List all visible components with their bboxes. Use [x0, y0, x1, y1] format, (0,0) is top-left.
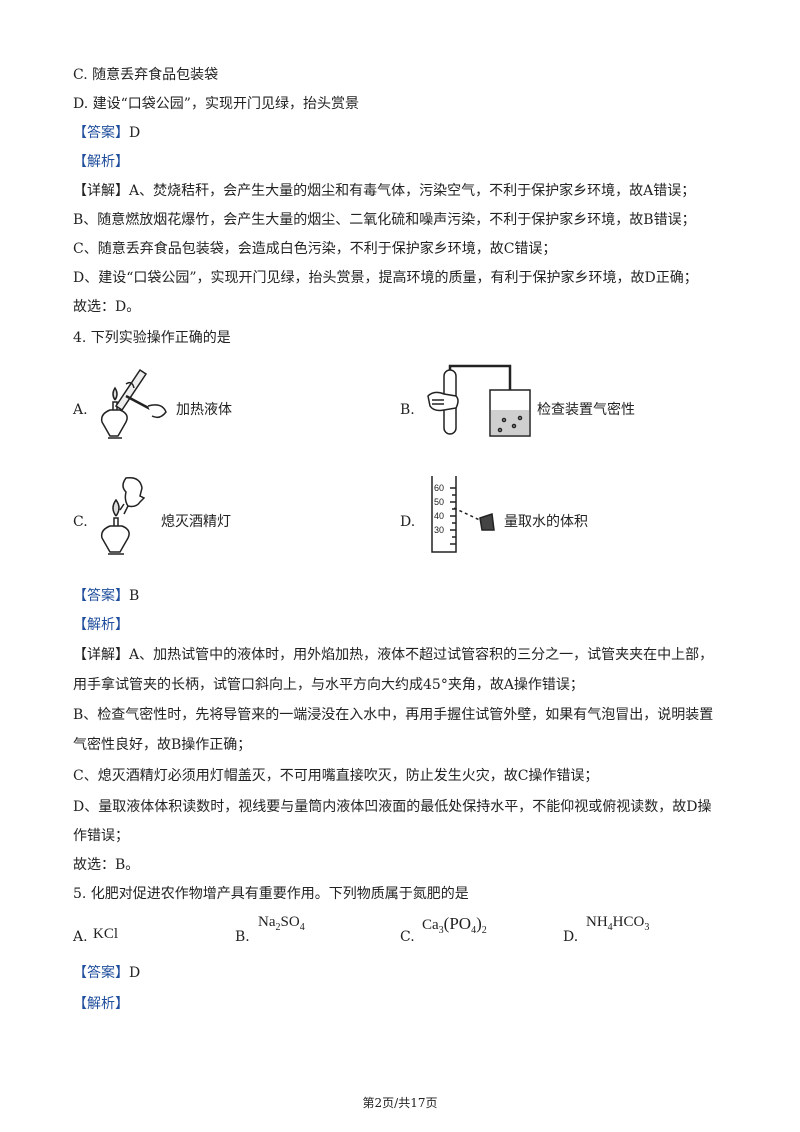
- text-line: B、检查气密性时，先将导管来的一端浸没在入水中，再用手握住试管外壁，如果有气泡冒…: [73, 707, 714, 723]
- formula-sub: 4: [299, 922, 305, 933]
- formula-part: Na: [258, 914, 276, 930]
- extinguishing-lamp-illustration: [100, 476, 146, 555]
- answer-tag: 【答案】: [73, 125, 129, 141]
- analysis-line: 【解析】: [73, 153, 129, 171]
- text-line: 气密性良好，故B操作正确；: [73, 737, 252, 753]
- option-formula: Na2SO4: [258, 914, 305, 933]
- formula-sub: 3: [644, 922, 650, 933]
- formula-sub: 4: [471, 925, 477, 936]
- formula-part: SO: [280, 914, 300, 930]
- analysis-tag: 【解析】: [73, 154, 129, 170]
- formula-sub: 4: [607, 922, 613, 933]
- option-label: 量取水的体积: [504, 514, 588, 530]
- formula-part: HCO: [612, 914, 645, 930]
- answer-value: D: [129, 125, 141, 141]
- formula-sub: 2: [275, 922, 281, 933]
- answer-tag: 【答案】: [73, 965, 129, 981]
- airtightness-check-illustration: [427, 364, 531, 437]
- option-formula: KCl: [93, 926, 119, 942]
- option-letter: D.: [563, 929, 579, 945]
- cylinder-tick-label: 60: [434, 483, 444, 493]
- option-formula: Ca3(PO4)2: [422, 914, 487, 936]
- cylinder-tick-label: 30: [434, 525, 444, 535]
- text-line: C、随意丢弃食品包装袋，会造成白色污染，不利于保护家乡环境，故C错误；: [73, 241, 557, 257]
- question-title: 5. 化肥对促进农作物增产具有重要作用。下列物质属于氮肥的是: [73, 886, 469, 902]
- option-letter: B.: [400, 402, 415, 418]
- text-line: C、熄灭酒精灯必须用灯帽盖灭，不可用嘴直接吹灭，防止发生火灾，故C操作错误；: [73, 768, 599, 784]
- text-line: 【详解】A、加热试管中的液体时，用外焰加热，液体不超过试管容积的三分之一，试管夹…: [73, 647, 714, 663]
- text-line: 故选：B。: [73, 857, 140, 873]
- formula-sub: 2: [481, 925, 487, 936]
- option-letter: D.: [400, 514, 416, 530]
- answer-line: 【答案】D: [73, 964, 140, 982]
- text-line: C. 随意丢弃食品包装袋: [73, 67, 219, 83]
- graduated-cylinder-illustration: 60 50 40 30: [431, 476, 495, 553]
- analysis-line: 【解析】: [73, 995, 129, 1013]
- cylinder-tick-label: 40: [434, 511, 444, 521]
- option-label: 检查装置气密性: [537, 402, 635, 418]
- answer-value: D: [129, 965, 141, 981]
- option-letter: C.: [73, 514, 88, 530]
- formula-part: Ca: [422, 917, 439, 933]
- option-formula: NH4HCO3: [586, 914, 649, 933]
- option-label: 熄灭酒精灯: [161, 514, 231, 530]
- option-letter: A.: [73, 402, 88, 418]
- analysis-tag: 【解析】: [73, 996, 129, 1012]
- text-line: 用手拿试管夹的长柄，试管口斜向上，与水平方向大约成45°夹角，故A操作错误；: [73, 677, 584, 693]
- answer-value: B: [129, 588, 140, 604]
- text-line: 【详解】A、焚烧秸秆，会产生大量的烟尘和有毒气体，污染空气，不利于保护家乡环境，…: [73, 183, 696, 199]
- analysis-tag: 【解析】: [73, 617, 129, 633]
- option-label: 加热液体: [176, 402, 232, 418]
- analysis-line: 【解析】: [73, 616, 129, 634]
- text-line: 作错误；: [73, 828, 129, 844]
- question-title: 4. 下列实验操作正确的是: [73, 330, 231, 346]
- formula-sub: 3: [438, 925, 444, 936]
- answer-line: 【答案】B: [73, 587, 139, 605]
- text-line: 故选：D。: [73, 299, 141, 315]
- text-line: D、量取液体体积读数时，视线要与量筒内液体凹液面的最低处保持水平，不能仰视或俯视…: [73, 799, 712, 815]
- heating-liquid-illustration: [100, 368, 167, 439]
- answer-tag: 【答案】: [73, 588, 129, 604]
- formula-part: NH: [586, 914, 608, 930]
- text-line: D、建设“口袋公园”，实现开门见绿，抬头赏景，提高环境的质量，有利于保护家乡环境…: [73, 270, 698, 286]
- page-footer: 第2页/共17页: [362, 1096, 438, 1110]
- option-letter: B.: [235, 929, 250, 945]
- formula-part: ): [476, 914, 482, 933]
- text-line: D. 建设“口袋公园”，实现开门见绿，抬头赏景: [73, 96, 359, 112]
- text-line: B、随意燃放烟花爆竹，会产生大量的烟尘、二氧化硫和噪声污染，不利于保护家乡环境，…: [73, 212, 696, 228]
- option-letter: C.: [400, 929, 415, 945]
- cylinder-tick-label: 50: [434, 497, 444, 507]
- answer-line: 【答案】D: [73, 124, 140, 142]
- formula-part: (PO: [443, 914, 472, 933]
- option-letter: A.: [73, 929, 88, 945]
